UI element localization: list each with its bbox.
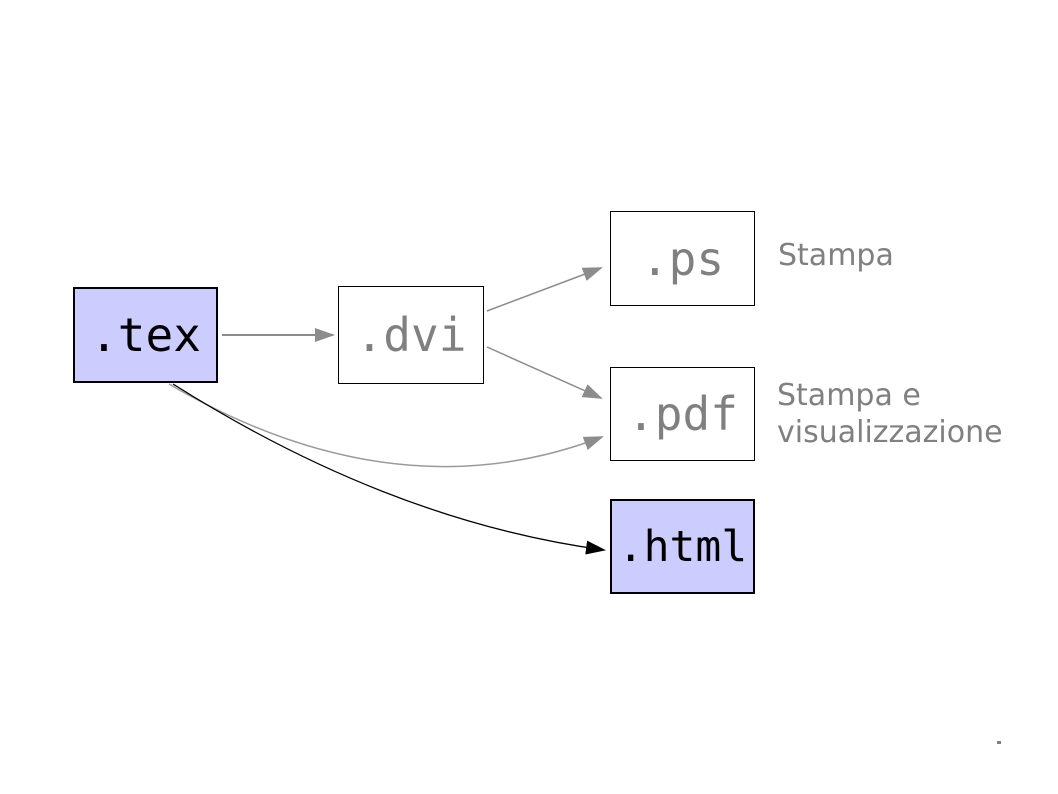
node-html: .html: [610, 499, 755, 594]
annotation-stampa-e-visualizzazione: Stampa e visualizzazione: [777, 377, 1003, 451]
annotation-stampa-line1: Stampa: [778, 238, 894, 273]
annotation-pdf-line1: Stampa e: [777, 378, 921, 413]
arrow-dvi-to-pdf: [486, 346, 603, 399]
stray-mark: [997, 741, 1001, 744]
node-dvi: .dvi: [338, 286, 484, 384]
node-tex-label: .tex: [90, 308, 201, 362]
annotation-stampa: Stampa: [778, 237, 894, 274]
node-ps-label: .ps: [640, 231, 725, 286]
node-ps: .ps: [610, 211, 755, 306]
arrow-dvi-to-ps: [486, 267, 603, 312]
node-pdf-label: .pdf: [627, 387, 738, 441]
arrow-tex-to-html-curve: [172, 383, 606, 555]
node-html-label: .html: [617, 521, 748, 572]
node-dvi-label: .dvi: [355, 308, 467, 362]
node-pdf: .pdf: [610, 367, 755, 461]
annotation-pdf-line2: visualizzazione: [777, 415, 1003, 450]
node-tex: .tex: [73, 287, 218, 383]
arrow-tex-to-pdf-curve: [168, 383, 604, 468]
